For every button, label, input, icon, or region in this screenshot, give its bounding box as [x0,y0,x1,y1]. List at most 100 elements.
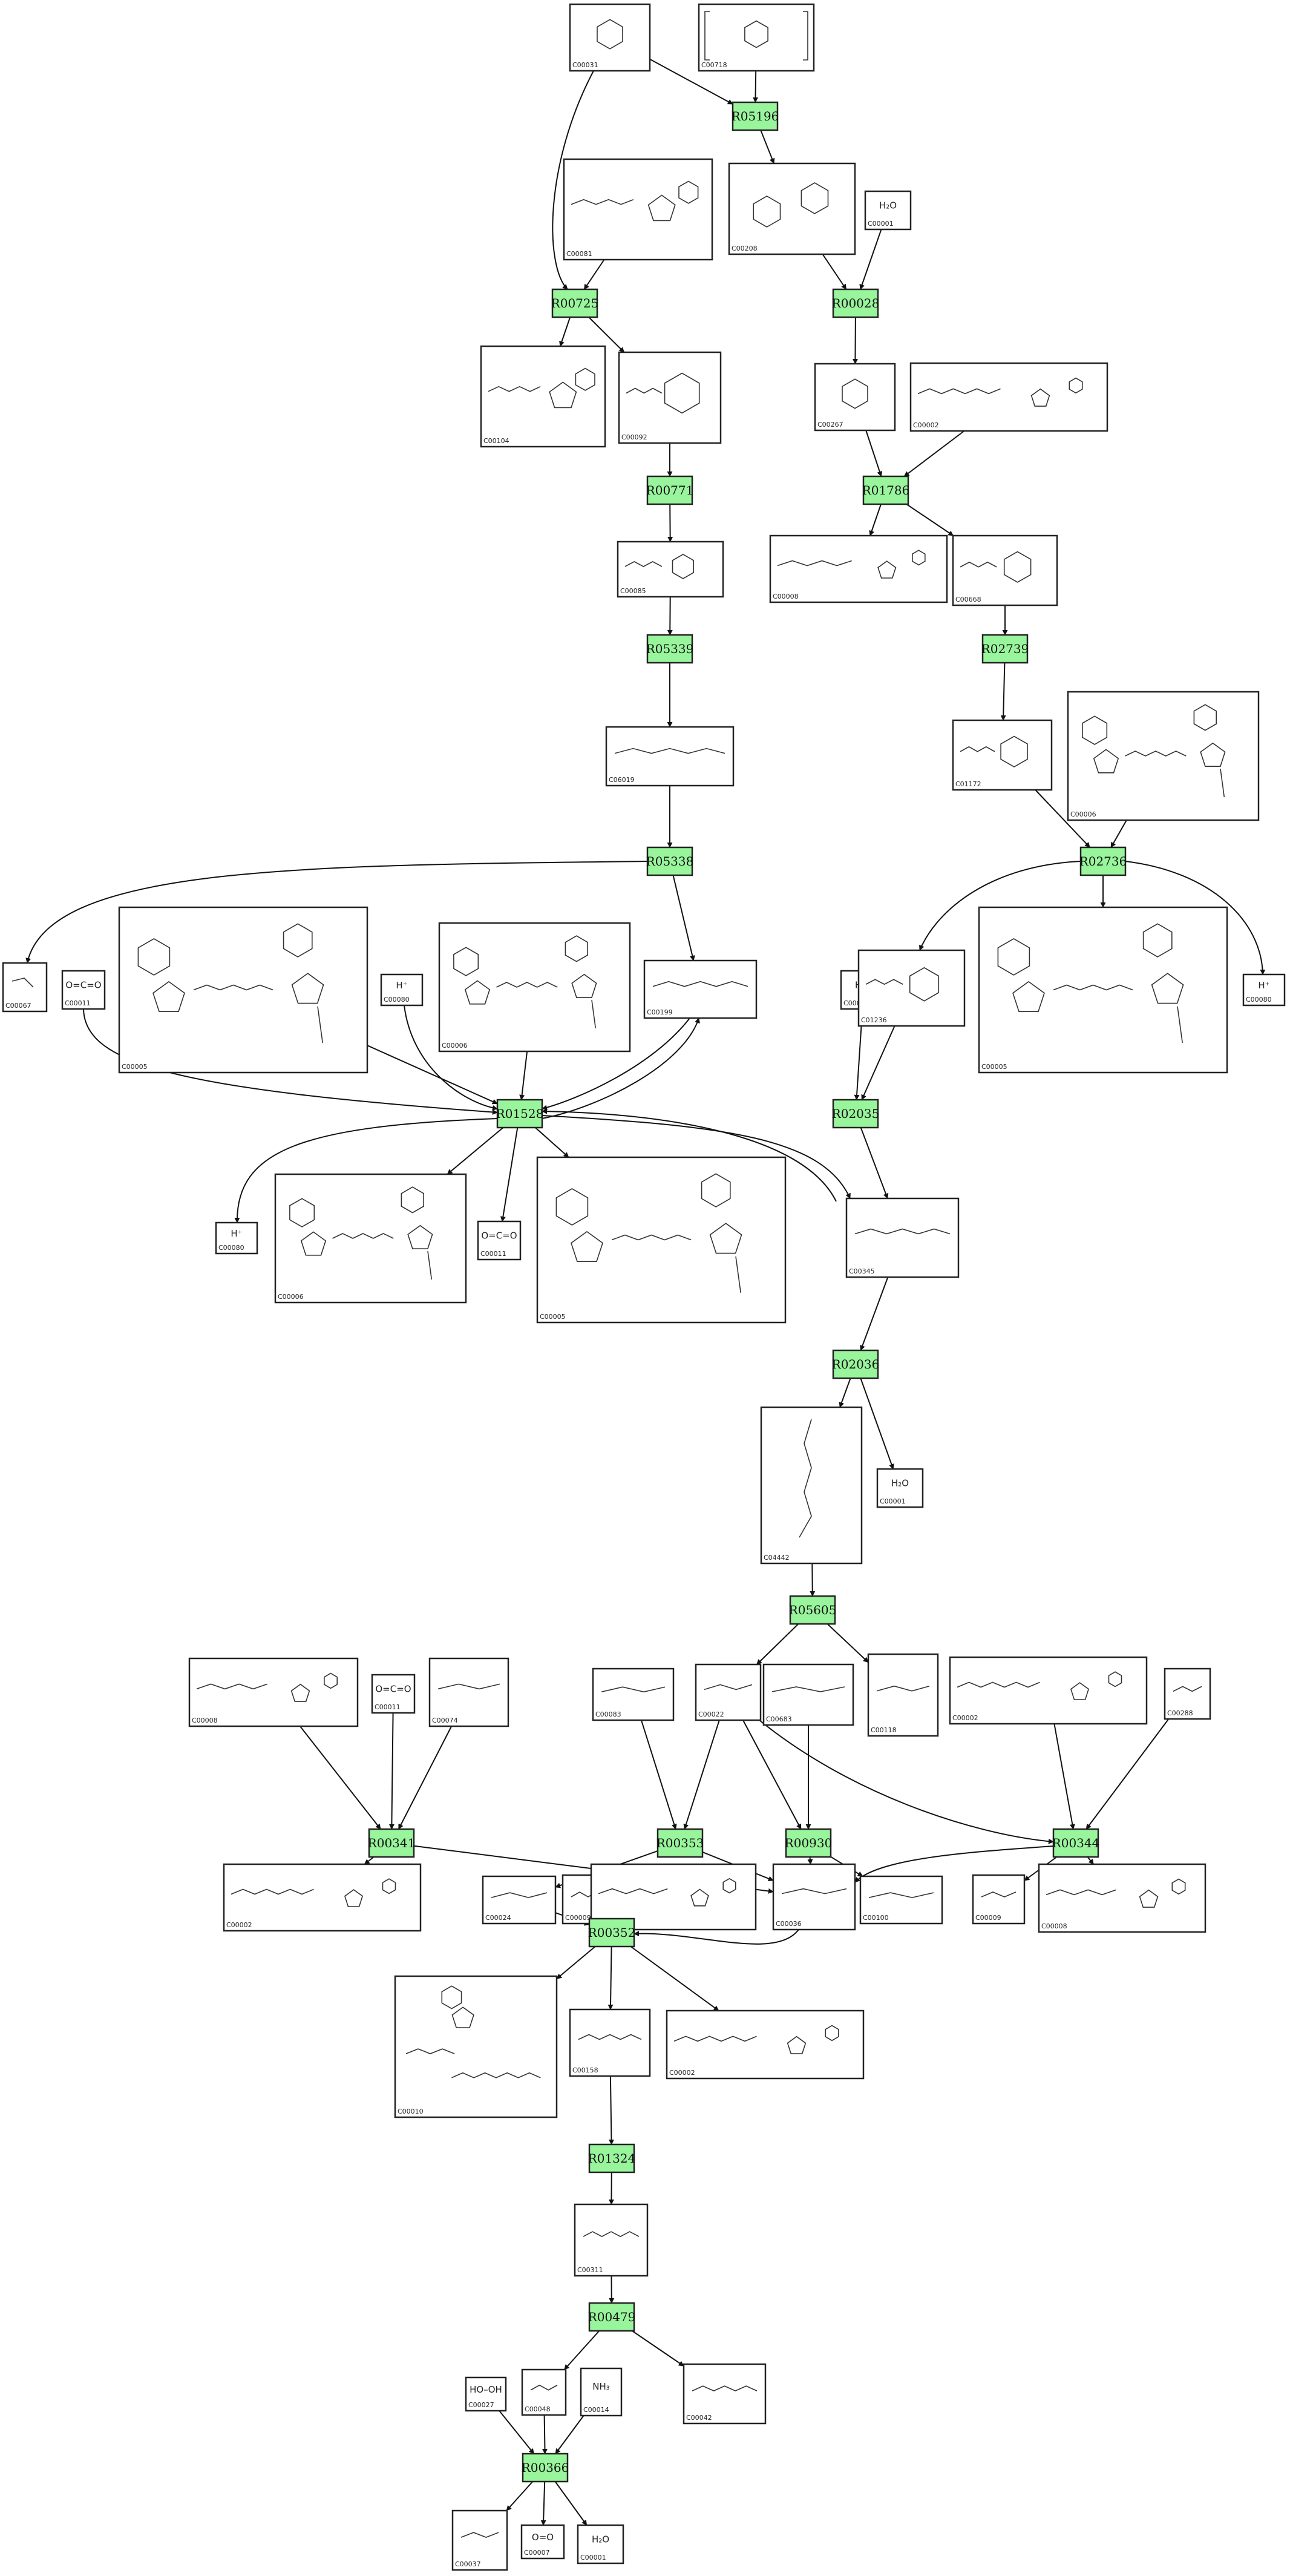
compound-node[interactable]: C00005 [118,906,368,1074]
compound-id-label: C00081 [566,250,592,258]
compound-node[interactable]: C00042 [683,2363,767,2425]
reaction-edge [860,1276,889,1351]
compound-formula: H⁺ [1258,980,1269,991]
compound-node[interactable]: C00002 [909,362,1108,432]
reaction-node[interactable]: R00771 [646,475,694,505]
compound-node[interactable]: C00718 [698,3,815,72]
reaction-node[interactable]: R00344 [1052,1828,1100,1858]
reaction-node[interactable]: R01324 [588,2143,636,2174]
compound-node[interactable]: C00036 [772,1863,856,1931]
compound-node[interactable]: C00267 [814,363,896,432]
compound-node[interactable]: C00002 [949,1656,1148,1725]
reaction-edge [1085,1718,1170,1830]
reaction-node[interactable]: R00352 [588,1917,636,1948]
reaction-node[interactable]: R00930 [785,1828,833,1858]
reaction-node[interactable]: R00366 [522,2453,569,2483]
compound-node[interactable]: H⁺C00080 [380,973,424,1007]
compound-node[interactable]: C00345 [845,1197,960,1278]
reaction-node[interactable]: R01786 [862,475,910,505]
compound-node[interactable]: C00085 [617,540,724,598]
reaction-edge [388,1712,395,1830]
compound-node[interactable]: C04442 [760,1406,863,1565]
structure-sketch [672,553,694,579]
compound-node[interactable]: C00092 [618,351,722,444]
compound-node[interactable]: C00100 [859,1875,943,1925]
compound-box [845,1197,960,1278]
reaction-id-label: R00930 [785,1836,833,1850]
reaction-node[interactable]: R00725 [551,288,599,318]
reaction-node[interactable]: R05338 [646,846,694,876]
reaction-edge [563,2330,600,2370]
compound-node[interactable]: C00074 [428,1657,509,1727]
compound-node[interactable]: C00118 [867,1653,939,1737]
reaction-node[interactable]: R02036 [832,1349,880,1379]
compound-node[interactable]: C00083 [592,1668,675,1721]
compound-node[interactable]: C00010 [394,1975,558,2118]
compound-node[interactable]: C00199 [643,959,758,1019]
compound-node[interactable]: C00067 [2,962,48,1013]
compound-node[interactable]: H⁺C00080 [1242,973,1286,1007]
compound-node[interactable]: C00005 [536,1156,787,1324]
compound-node[interactable]: C01236 [857,949,966,1027]
compound-node[interactable]: C01172 [952,719,1053,791]
compound-node[interactable]: H⁺C00080 [215,1221,258,1255]
compound-node[interactable]: C00683 [762,1663,854,1726]
compound-node[interactable]: C00008 [1038,1863,1207,1933]
compound-node[interactable]: C00022 [695,1663,762,1721]
compound-node[interactable]: C00037 [451,2509,508,2571]
compound-node[interactable]: C06019 [605,726,735,787]
reaction-node[interactable]: R02739 [981,634,1029,664]
compound-node[interactable]: C00081 [563,158,713,261]
compound-id-label: C00002 [913,421,939,429]
compound-node[interactable]: C00006 [1067,691,1260,821]
compound-node[interactable]: C00009 [972,1874,1026,1925]
compound-node[interactable]: C00288 [1164,1668,1211,1720]
compound-node[interactable]: C00208 [728,162,856,255]
compound-node[interactable]: C00005 [978,906,1228,1074]
structure-sketch [771,1686,845,1692]
compound-node[interactable]: C00158 [569,2008,651,2077]
compound-node[interactable]: C00002 [666,2009,865,2080]
compound-node[interactable]: C00006 [274,1173,467,1304]
reaction-node[interactable]: R01528 [496,1099,544,1129]
reaction-node[interactable]: R00028 [832,288,880,318]
reaction-edge [640,1720,677,1830]
compound-node[interactable]: C00006 [438,922,631,1053]
compound-node[interactable]: C00002 [223,1863,422,1932]
reaction-box [522,2453,569,2483]
compound-node[interactable]: C00668 [952,534,1058,606]
compound-node[interactable]: C00008 [188,1657,359,1727]
compound-node[interactable]: C00311 [574,2203,649,2277]
compound-node[interactable]: C00104 [480,345,606,448]
compound-node[interactable]: C00008 [769,534,948,603]
reaction-node[interactable]: R05605 [789,1595,837,1625]
compound-formula: O=O [532,2532,554,2543]
compound-node[interactable]: C00031 [569,3,651,72]
reaction-node[interactable]: R05196 [732,101,779,131]
reaction-node[interactable]: R05339 [646,634,694,664]
reaction-edge [556,1946,596,1980]
compound-node[interactable]: C00024 [482,1875,557,1925]
structure-sketch [744,20,768,48]
structure-sketch [1070,1682,1090,1700]
compound-id-label: C00001 [868,220,894,228]
reaction-node[interactable]: R02736 [1079,846,1127,876]
reaction-node[interactable]: R00479 [588,2302,636,2332]
compound-id-label: C00080 [218,1244,244,1252]
reaction-node[interactable]: R02035 [832,1099,880,1129]
reaction-node[interactable]: R00353 [656,1828,704,1858]
compound-box [909,362,1108,432]
structure-sketch [1220,769,1225,797]
compound-id-label: C00022 [698,1710,724,1718]
compound-node[interactable]: C00048 [521,2368,567,2416]
reaction-node[interactable]: R00341 [368,1828,416,1858]
